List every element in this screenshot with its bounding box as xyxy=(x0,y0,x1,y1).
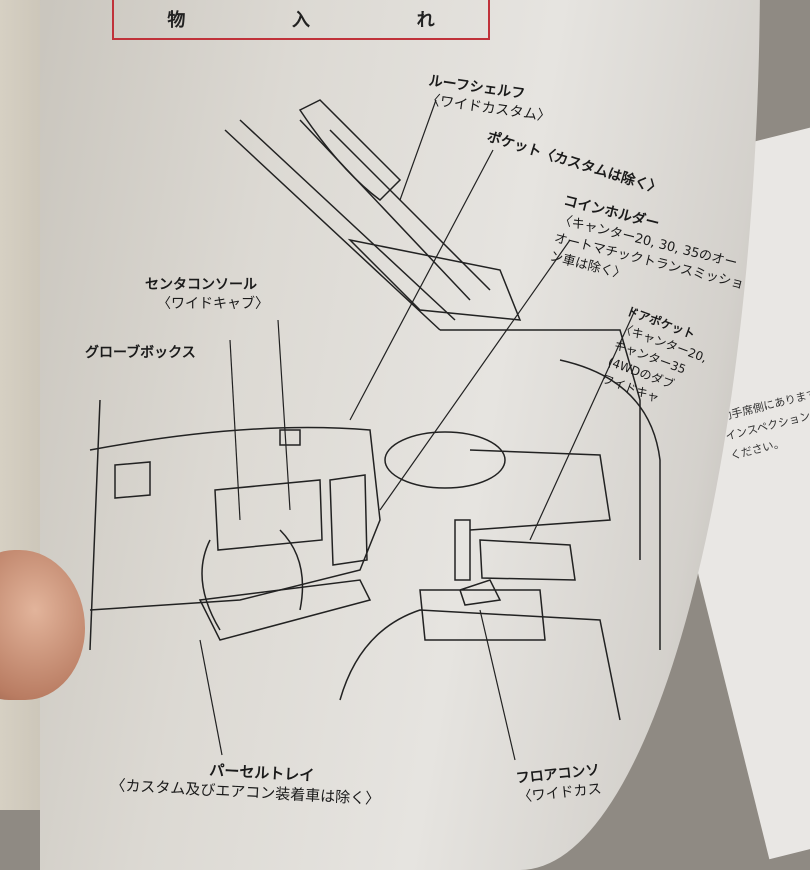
header-char: れ xyxy=(416,10,435,31)
label-group-glove-box: グローブボックス xyxy=(85,344,196,363)
pillars xyxy=(224,99,522,331)
label-glove-box: グローブボックス xyxy=(85,345,196,361)
header-char: 物 xyxy=(167,10,186,31)
cab-interior-drawing xyxy=(89,99,661,761)
label-center-console: センタコンソール xyxy=(145,277,257,293)
header-char: 入 xyxy=(291,10,310,31)
dashboard xyxy=(89,426,381,641)
steering-and-door xyxy=(89,329,661,721)
leader-lines xyxy=(199,99,636,761)
label-group-center-console: センタコンソール 〈ワイドキャブ〉 xyxy=(145,276,269,314)
label-center-console-note: 〈ワイドキャブ〉 xyxy=(157,296,269,312)
section-header: 物 入 れ xyxy=(112,0,490,40)
